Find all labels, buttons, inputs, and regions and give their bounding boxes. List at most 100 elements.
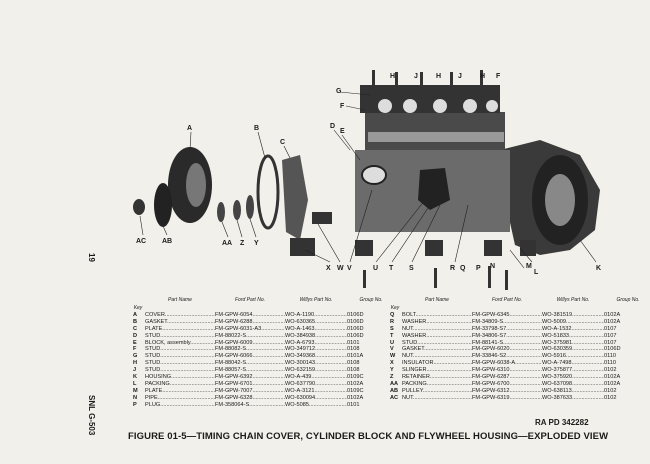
- table-row: ABPULLEYFM-GPW-6312WO-6381130102: [390, 388, 650, 395]
- cell-willys: WO-A-3121: [285, 388, 347, 395]
- cell-ford: FM-GPW-6392: [215, 374, 285, 381]
- table-row: QBOLTFM-GPW-6345WO-3815190102A: [390, 312, 650, 319]
- cell-willys: WO-630365: [285, 319, 347, 326]
- cell-group: 0106D: [604, 346, 621, 353]
- table-row: LPACKINGFM-GPW-6701WO-6377900102A: [133, 381, 395, 388]
- cell-willys: WO-375920: [542, 374, 604, 381]
- pulley: [154, 183, 172, 227]
- table-row: XINSULATORFM-GPW-6038-AWO-A-74980110: [390, 360, 650, 367]
- label-C: C: [280, 139, 285, 146]
- label-X: X: [326, 265, 331, 272]
- cell-key: Q: [390, 312, 395, 318]
- cell-group: 0102: [604, 367, 617, 374]
- cell-ford: FM-88082-S: [215, 346, 285, 353]
- cell-group: 0101: [347, 401, 360, 408]
- cell-group: 0101A: [347, 353, 364, 360]
- cell-group: 0107: [604, 339, 617, 346]
- cell-name: COVER: [145, 312, 215, 319]
- table-row: ACNUTFM-GPW-6319WO-3876330102: [390, 395, 650, 402]
- table-row: GSTUDFM-GPW-6066WO-3493680101A: [133, 353, 395, 360]
- cell-name: STUD: [145, 333, 215, 340]
- cell-key: C: [133, 325, 138, 332]
- cell-willys: WO-5085: [285, 402, 347, 409]
- table-header: Key Part Name Ford Part No. Willys Part …: [133, 297, 395, 312]
- cell-group: 0107: [604, 332, 617, 339]
- cell-group: 0102A: [347, 380, 364, 387]
- label-N: N: [490, 263, 495, 270]
- cell-key: S: [390, 325, 394, 332]
- label-H: H: [480, 73, 485, 80]
- table-header: Key Part Name Ford Part No. Willys Part …: [390, 297, 650, 312]
- cell-willys: WO-375981: [542, 340, 604, 347]
- cell-key: Y: [390, 367, 394, 374]
- front-plate: [282, 155, 308, 240]
- header-key: Key: [390, 305, 400, 311]
- cell-name: PACKING: [145, 381, 215, 388]
- cell-group: 0102A: [604, 374, 621, 381]
- header-part-name: Part Name: [168, 297, 192, 303]
- cell-name: WASHER: [402, 333, 472, 340]
- cell-ford: FM-GPW-6287: [472, 374, 542, 381]
- cell-key: E: [133, 339, 137, 346]
- ra-pd-number: RA PD 342282: [535, 418, 589, 427]
- table-row: FSTUDFM-88082-SWO-3497120108: [133, 346, 395, 353]
- cell-willys: WO-300143: [285, 360, 347, 367]
- cell-key: P: [133, 401, 137, 408]
- table-row: USTUDFM-88141-SWO-3759810107: [390, 340, 650, 347]
- header-part-name: Part Name: [425, 297, 449, 303]
- cell-willys: WO-A-1190: [285, 312, 347, 319]
- cell-willys: WO-A-439: [285, 374, 347, 381]
- label-G: G: [336, 88, 342, 95]
- cell-name: BOLT: [402, 312, 472, 319]
- exploded-view-diagram: G F H J H J H F A B C D E AC AB AA Z Y X…: [133, 70, 601, 290]
- cell-key: J: [133, 367, 137, 374]
- label-J: J: [414, 73, 418, 80]
- label-Y: Y: [254, 240, 259, 247]
- cell-group: 0108: [347, 367, 360, 374]
- label-AB: AB: [162, 238, 172, 245]
- cell-group: 0106D: [347, 332, 364, 339]
- cell-group: 0108: [347, 360, 360, 367]
- cell-ford: FM-34809-S: [472, 319, 542, 326]
- table-row: AAPACKINGFM-GPW-6700WO-6370980102A: [390, 381, 650, 388]
- label-M: M: [526, 263, 532, 270]
- cell-ford: FM-GPW-6310: [472, 367, 542, 374]
- cell-willys: WO-A-6793: [285, 340, 347, 347]
- cell-name: STUD: [145, 367, 215, 374]
- cell-willys: WO-632159: [285, 367, 347, 374]
- cell-ford: FM-GPW-6020: [472, 346, 542, 353]
- cell-name: STUD: [145, 346, 215, 353]
- oil-pump-boss: [418, 168, 450, 210]
- label-W: W: [337, 265, 344, 272]
- cell-name: PLATE: [145, 326, 215, 333]
- cell-group: 0109C: [347, 387, 364, 394]
- table-row: ACOVERFM-GPW-6054WO-A-11900106D: [133, 312, 395, 319]
- cell-key: V: [390, 346, 394, 353]
- cell-willys: WO-A-1463: [285, 326, 347, 333]
- cell-ford: FM-GPW-6009: [215, 340, 285, 347]
- cell-group: 0107: [604, 325, 617, 332]
- cell-name: GASKET: [145, 319, 215, 326]
- label-D: D: [330, 123, 335, 130]
- cell-ford: FM-33846-S2: [472, 353, 542, 360]
- cell-group: 0102: [604, 387, 617, 394]
- label-R: R: [450, 265, 455, 272]
- cell-willys: WO-387633: [542, 395, 604, 402]
- cell-willys: WO-51833: [542, 333, 604, 340]
- cell-willys: WO-A-1532: [542, 326, 604, 333]
- header-group: Group No.: [359, 297, 383, 303]
- cell-ford: FM-88022-S: [215, 333, 285, 340]
- label-F: F: [340, 103, 345, 110]
- table-row: C PLATEFM-GPW-6031-A3WO-A-14630106D: [133, 326, 395, 333]
- label-F: F: [496, 73, 501, 80]
- cell-ford: FM-GPW-6031-A3: [215, 326, 285, 333]
- cell-key: X: [390, 360, 394, 367]
- cell-group: 0106D: [347, 325, 364, 332]
- label-P: P: [476, 265, 481, 272]
- cell-name: PLUG: [145, 402, 215, 409]
- cell-key: D: [133, 332, 138, 339]
- cell-name: STUD: [145, 353, 215, 360]
- label-AA: AA: [222, 240, 232, 247]
- cell-name: PIPE: [145, 395, 215, 402]
- cell-key: N: [133, 394, 138, 401]
